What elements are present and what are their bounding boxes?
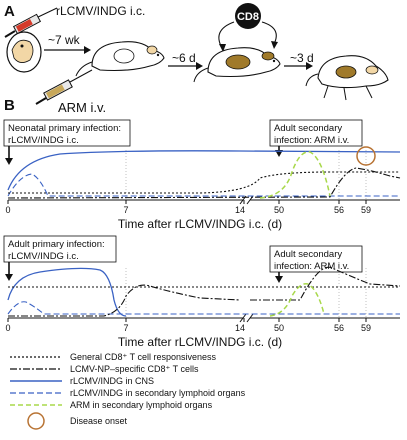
- top-curve-rlcmv-cns: [7, 150, 401, 191]
- top-right-box-line2: infection: ARM i.v.: [274, 135, 349, 146]
- legend-label-rlcmv-cns: rLCMV/INDG in CNS: [70, 376, 154, 386]
- adult-mouse-icon: [75, 41, 165, 77]
- bottom-tick-59: 59: [361, 323, 371, 333]
- top-right-annotation-box: [269, 119, 363, 147]
- top-x-axis-label: Time after rLCMV/INDG i.c. (d): [118, 217, 282, 231]
- top-disease-onset-marker: [356, 146, 376, 166]
- bottom-left-box-line2: rLCMV/INDG i.c.: [8, 251, 79, 262]
- bottom-right-box-line2: infection: ARM i.v.: [274, 261, 349, 272]
- sick-mouse-icon: [305, 55, 389, 101]
- top-tick-56: 56: [334, 205, 344, 215]
- bottom-tick-56: 56: [334, 323, 344, 333]
- top-tick-59: 59: [361, 205, 371, 215]
- bottom-curve-rlcmv-cns: [7, 267, 127, 317]
- panel-b-label: B: [4, 97, 15, 114]
- bottom-tick-50: 50: [274, 323, 284, 333]
- bottom-curve-arm: [269, 283, 325, 317]
- bottom-left-annotation-box: [3, 235, 117, 263]
- legend-swatch-disease-onset: [27, 412, 45, 430]
- bottom-axis-break: [239, 313, 247, 323]
- bottom-curve-np-specific-cd8-secondary: [250, 266, 401, 301]
- top-left-box-line2: rLCMV/INDG i.c.: [8, 135, 79, 146]
- bottom-tick-0: 0: [5, 323, 10, 333]
- top-right-box-line1: Adult secondary: [274, 123, 342, 134]
- interval-6d-label: ~6 d: [172, 51, 196, 65]
- bottom-right-annotation-box: [269, 245, 363, 273]
- top-plot: Neonatal primary infection: rLCMV/INDG i…: [3, 119, 401, 231]
- bottom-left-box-line1: Adult primary infection:: [8, 239, 105, 250]
- top-tick-0: 0: [5, 205, 10, 215]
- syringe-icon: [35, 69, 93, 105]
- legend-label-rlcmv-lymphoid: rLCMV/INDG in secondary lymphoid organs: [70, 388, 246, 398]
- cd8-cell-icon: [235, 3, 261, 29]
- bottom-x-axis-label: Time after rLCMV/INDG i.c. (d): [118, 335, 282, 349]
- top-tick-14: 14: [235, 205, 245, 215]
- top-left-annotation-box: [3, 119, 131, 147]
- top-left-box-line1: Neonatal primary infection:: [8, 123, 121, 134]
- top-tick-50: 50: [274, 205, 284, 215]
- bottom-curve-np-specific-cd8: [8, 284, 241, 317]
- infected-mouse-icon: [193, 47, 281, 83]
- bottom-right-box-line1: Adult secondary: [274, 249, 342, 260]
- top-curve-general-cd8: [8, 171, 400, 194]
- legend: General CD8⁺ T cell responsiveness LCMV-…: [10, 352, 246, 430]
- legend-label-general-cd8: General CD8⁺ T cell responsiveness: [70, 352, 216, 362]
- cd8-arrow-right: [261, 21, 277, 45]
- cd8-badge-label: CD8: [237, 11, 259, 23]
- syringe-icon: [4, 7, 58, 38]
- legend-label-np-specific-cd8: LCMV-NP–specific CD8⁺ T cells: [70, 364, 199, 374]
- top-curve-np-specific-cd8: [7, 167, 401, 199]
- panel-a-label: A: [4, 3, 15, 20]
- interval-7wk-label: ~7 wk: [48, 33, 81, 47]
- legend-label-arm: ARM in secondary lymphoid organs: [70, 400, 213, 410]
- legend-label-disease-onset: Disease onset: [70, 416, 128, 426]
- inoculation-iv-label: ARM i.v.: [58, 100, 106, 115]
- neonatal-mouse-icon: [6, 31, 42, 73]
- inoculation-ic-label: rLCMV/INDG i.c.: [56, 4, 145, 18]
- top-tick-7: 7: [123, 205, 128, 215]
- top-curve-arm: [259, 151, 331, 199]
- bottom-tick-7: 7: [123, 323, 128, 333]
- interval-3d-label: ~3 d: [290, 51, 314, 65]
- bottom-tick-14: 14: [235, 323, 245, 333]
- top-curve-rlcmv-lymphoid: [7, 173, 400, 197]
- bottom-curve-rlcmv-lymphoid: [7, 301, 400, 315]
- bottom-plot: Adult primary infection: rLCMV/INDG i.c.…: [3, 235, 401, 349]
